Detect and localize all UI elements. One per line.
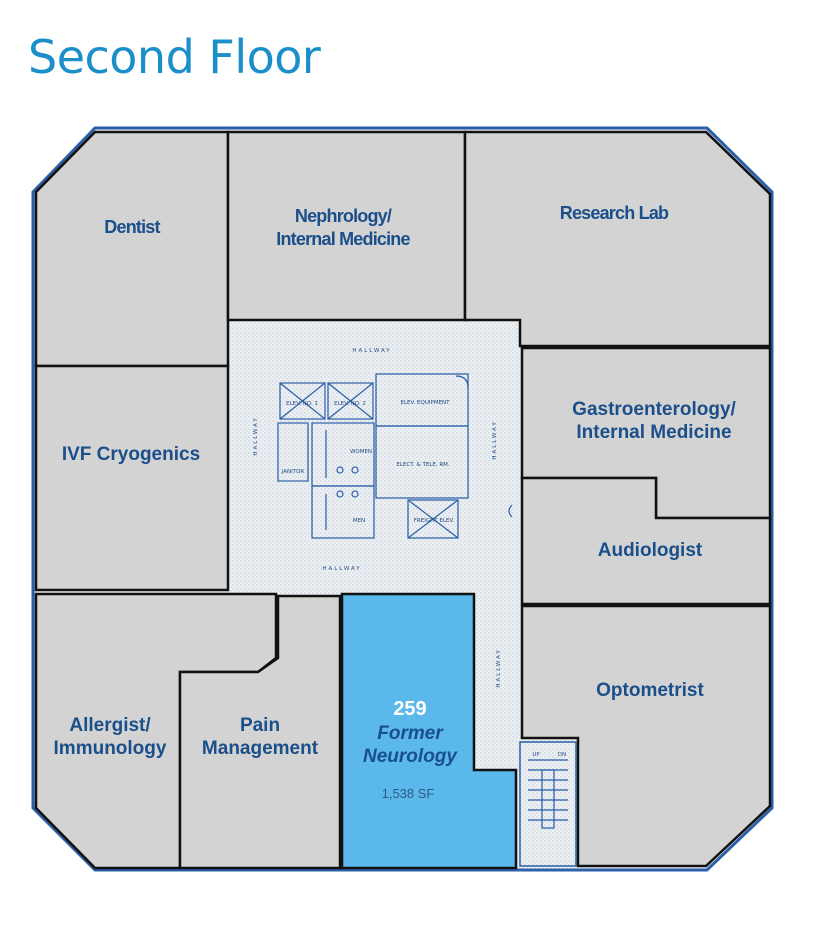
suite-name-1: Former — [377, 723, 444, 744]
elevator-1 — [279, 382, 326, 420]
electrical-room — [375, 425, 469, 499]
room-dentist[interactable] — [34, 130, 230, 368]
room-optometrist[interactable] — [520, 604, 772, 868]
label-ivf-cryogenics: IVF Cryogenics — [62, 444, 200, 465]
label-dentist: Dentist — [104, 217, 160, 237]
janitor-closet — [277, 422, 309, 482]
page-title: Second Floor — [28, 30, 321, 84]
label-gastroenterology-1: Gastroenterology/ — [572, 399, 736, 420]
label-pain-1: Pain — [240, 715, 280, 736]
freight-elevator-label: FREIGHT ELEV. — [414, 518, 455, 524]
central-core: HALLWAY HALLWAY HALLWAY HALLWAY HALLWAY … — [253, 348, 513, 688]
room-audiologist[interactable] — [520, 476, 772, 606]
men-restroom — [311, 485, 375, 539]
room-ivf-cryogenics[interactable] — [34, 364, 230, 592]
hallway-label-right: HALLWAY — [492, 420, 498, 459]
room-pain-management[interactable] — [178, 594, 342, 870]
label-research-lab: Research Lab — [560, 203, 669, 223]
label-nephrology-2: Internal Medicine — [276, 229, 410, 249]
label-audiologist: Audiologist — [598, 540, 703, 561]
label-gastroenterology-2: Internal Medicine — [576, 422, 731, 443]
label-optometrist: Optometrist — [596, 680, 704, 701]
label-nephrology-1: Nephrology/ — [295, 206, 392, 226]
hallway-label-bottom: HALLWAY — [322, 566, 361, 572]
suite-area: 1,538 SF — [382, 786, 435, 801]
room-nephrology[interactable] — [226, 130, 467, 322]
elevator-equipment-label: ELEV. EQUIPMENT — [400, 400, 450, 406]
women-label: WOMEN — [350, 449, 372, 455]
label-allergist-1: Allergist/ — [69, 715, 151, 736]
hallway-label-top: HALLWAY — [352, 348, 391, 354]
freight-elevator — [407, 499, 459, 539]
suite-number: 259 — [393, 698, 426, 720]
hallway-label-left: HALLWAY — [253, 416, 259, 455]
elevator-2 — [327, 382, 374, 420]
elevator-2-label: ELEV. NO. 2 — [334, 401, 366, 407]
stairwell: UP DN — [519, 741, 577, 867]
janitor-label: JANITOR — [281, 469, 305, 475]
men-label: MEN — [353, 518, 365, 524]
stair-down-label: DN — [558, 752, 566, 758]
suite-259[interactable] — [340, 592, 518, 870]
label-pain-2: Management — [202, 738, 319, 759]
elevator-1-label: ELEV. NO. 1 — [286, 401, 318, 407]
room-research-lab[interactable] — [463, 130, 772, 348]
label-allergist-2: Immunology — [54, 738, 167, 759]
hallway-label-lower: HALLWAY — [496, 648, 502, 687]
electrical-room-label: ELECT. & TELE. RM. — [396, 462, 450, 468]
stair-up-label: UP — [532, 752, 540, 758]
suite-name-2: Neurology — [363, 746, 458, 767]
